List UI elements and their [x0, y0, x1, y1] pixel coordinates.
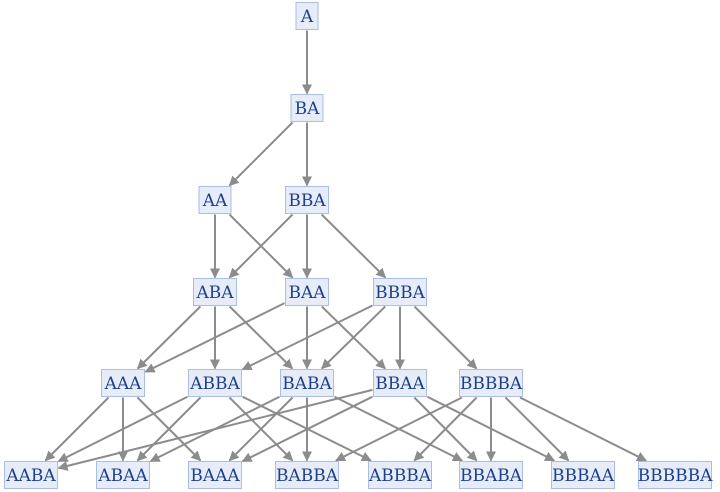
edge-bbbba-to-abbba: [413, 396, 478, 462]
node-label: BBABA: [460, 466, 523, 486]
node-aba: ABA: [193, 278, 237, 306]
edge-bbaa-to-aaba: [57, 388, 373, 471]
node-aaba: AABA: [4, 461, 58, 489]
edge-aaa-to-aaba: [44, 396, 110, 462]
node-label: AA: [202, 191, 228, 211]
node-bbbaa: BBBAA: [551, 461, 615, 489]
node-bbaa: BBAA: [373, 369, 427, 397]
node-label: ABBBA: [368, 466, 432, 486]
node-box: [295, 2, 319, 30]
node-box: [638, 461, 712, 489]
edge-bba-to-bbba: [320, 213, 387, 279]
node-label: BBBAA: [552, 466, 615, 486]
node-label: BA: [295, 99, 320, 119]
node-box: [459, 461, 523, 489]
node-abba: ABBA: [188, 369, 242, 397]
node-box: [551, 461, 615, 489]
node-a: A: [295, 2, 319, 30]
node-label: BBBBA: [460, 374, 523, 394]
node-label: BAAA: [190, 466, 240, 486]
node-bbbbba: BBBBBA: [638, 461, 713, 489]
edge-bbaa-to-baaa: [241, 395, 373, 463]
node-ba: BA: [290, 94, 324, 122]
edge-aba-to-aaa: [136, 305, 202, 370]
node-abbba: ABBBA: [368, 461, 432, 489]
node-label: BAA: [288, 283, 326, 303]
node-box: [193, 278, 237, 306]
node-bbba: BBBA: [373, 278, 427, 306]
node-bba: BBA: [285, 186, 329, 214]
node-box: [373, 278, 427, 306]
node-box: [373, 369, 427, 397]
edge-baba-to-baaa: [228, 396, 294, 462]
node-box: [101, 369, 145, 397]
edge-bbbba-to-bbbbba: [519, 396, 647, 462]
node-bbaba: BBABA: [459, 461, 523, 489]
node-aa: AA: [198, 186, 232, 214]
edge-bbba-to-bbbba: [413, 305, 478, 370]
node-label: ABBA: [189, 374, 240, 394]
node-label: BBAA: [375, 374, 425, 394]
node-label: ABA: [195, 283, 234, 303]
edge-ba-to-aa: [228, 121, 294, 187]
node-box: [285, 186, 329, 214]
node-box: [290, 94, 324, 122]
edge-bba-to-aba: [228, 213, 294, 279]
node-box: [96, 461, 150, 489]
edges-layer: [44, 30, 647, 471]
node-label: BABA: [282, 374, 332, 394]
node-box: [280, 369, 334, 397]
node-babba: BABBA: [275, 461, 339, 489]
node-box: [368, 461, 432, 489]
edge-abba-to-abaa: [136, 396, 202, 462]
edge-baa-to-aaa: [144, 302, 285, 373]
node-label: AABA: [5, 466, 56, 486]
node-label: ABAA: [97, 466, 148, 486]
node-label: BABBA: [276, 466, 339, 486]
edge-abba-to-aaba: [57, 395, 188, 463]
node-aaa: AAA: [101, 369, 145, 397]
edge-bbba-to-baba: [321, 305, 386, 370]
node-label: BBBA: [375, 283, 425, 303]
node-box: [198, 186, 232, 214]
node-box: [188, 461, 242, 489]
node-box: [275, 461, 339, 489]
node-baaa: BAAA: [188, 461, 242, 489]
node-baba: BABA: [280, 369, 334, 397]
edge-bbbba-to-babba: [335, 396, 463, 462]
edge-bbba-to-abba: [241, 304, 373, 371]
node-label: AAA: [104, 374, 143, 394]
node-box: [4, 461, 58, 489]
edge-bbbba-to-bbbaa: [504, 396, 570, 462]
node-label: A: [300, 7, 314, 27]
node-label: BBA: [288, 191, 326, 211]
edge-aba-to-baba: [228, 305, 294, 370]
node-box: [459, 369, 523, 397]
node-label: BBBBBA: [638, 466, 713, 486]
node-abaa: ABAA: [96, 461, 150, 489]
node-box: [285, 278, 329, 306]
node-box: [188, 369, 242, 397]
node-baa: BAA: [285, 278, 329, 306]
node-bbbba: BBBBA: [459, 369, 523, 397]
